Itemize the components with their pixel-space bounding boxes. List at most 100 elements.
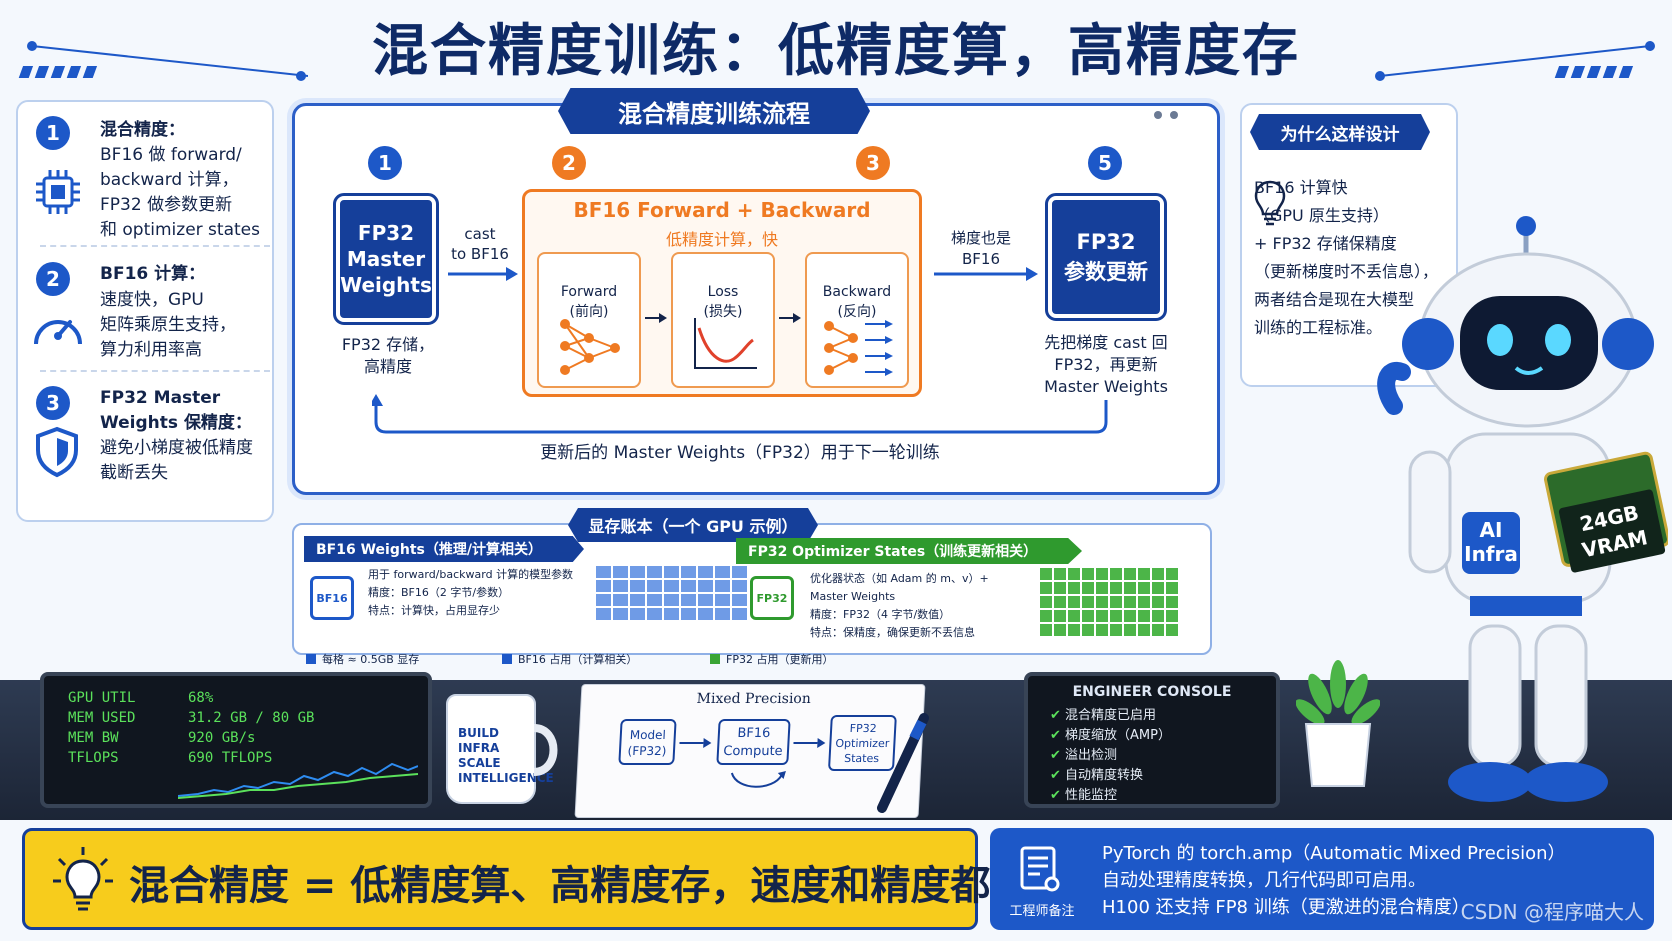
engineer-console: ENGINEER CONSOLE ✔ 混合精度已启用 ✔ 梯度缩放（AMP） ✔… <box>1024 672 1280 808</box>
memory-cell <box>1124 596 1136 608</box>
grad-label: 梯度也是 BF16 <box>950 229 1011 268</box>
note-line: H100 还支持 FP8 训练（更激进的混合精度） <box>1102 897 1470 918</box>
memory-cell <box>1082 582 1094 594</box>
memory-cell <box>647 580 662 592</box>
note-document-icon <box>1020 846 1060 892</box>
notebook-bf16-box: BF16 Compute <box>716 719 791 765</box>
memory-cell <box>664 580 679 592</box>
engineer-note-bar: 工程师备注 PyTorch 的 torch.amp（Automatic Mixe… <box>990 828 1654 930</box>
memory-cell <box>1040 568 1052 580</box>
forward-label: Forward (前向) <box>560 284 618 320</box>
bf16-description: 用于 forward/backward 计算的模型参数 精度：BF16（2 字节… <box>368 568 574 617</box>
mem-used-value: 31.2 GB / 80 GB <box>188 710 315 726</box>
step-number-2: 2 <box>552 146 586 180</box>
mug-handle <box>533 724 558 776</box>
gpu-monitor-labels: GPU UTIL MEM USED MEM BW TFLOPS <box>68 688 135 768</box>
console-item: ✔ 溢出检测 <box>1050 746 1171 766</box>
mem-used-label: MEM USED <box>68 710 136 726</box>
chip-icon <box>36 170 80 214</box>
notebook-model-box: Model (FP32) <box>618 719 677 765</box>
watermark: CSDN @程序喵大人 <box>1460 900 1644 924</box>
bf16-subtitle: 低精度计算，快 <box>665 230 778 249</box>
memory-cell <box>715 594 730 606</box>
arrow-cast <box>448 267 518 281</box>
legend-per-cell: 每格 ≈ 0.5GB 显存 <box>306 651 419 667</box>
memory-cell <box>1054 568 1066 580</box>
loss-label: Loss (损失) <box>703 284 743 320</box>
gpu-activity-graph <box>178 762 418 799</box>
memory-cell <box>630 608 645 620</box>
header-decoration-right <box>1375 41 1655 81</box>
lightbulb-icon <box>1254 180 1286 226</box>
bf16-title: BF16 Forward + Backward <box>573 198 871 222</box>
memory-cell <box>1138 624 1150 636</box>
console-item-label: 溢出检测 <box>1065 748 1118 763</box>
update-caption: 先把梯度 cast 回 FP32，再更新 Master Weights <box>1044 333 1168 396</box>
summary-text: BF16 做 forward/ backward 计算， FP32 做参数更新 … <box>100 145 260 240</box>
bf16-chip-label: BF16 <box>316 591 348 605</box>
memory-cell <box>1110 610 1122 622</box>
console-title: ENGINEER CONSOLE <box>1072 684 1232 700</box>
backward-label: Backward (反向) <box>822 284 892 320</box>
check-icon: ✔ <box>1050 708 1066 723</box>
memory-cell <box>698 608 713 620</box>
legend-label: BF16 占用（计算相关） <box>518 653 638 666</box>
legend-swatch <box>502 654 512 664</box>
memory-cell <box>1152 596 1164 608</box>
memory-cell <box>1124 568 1136 580</box>
console-list: ✔ 混合精度已启用 ✔ 梯度缩放（AMP） ✔ 溢出检测 ✔ 自动精度转换 ✔ … <box>1050 706 1171 806</box>
memory-cell <box>596 566 611 578</box>
memory-cell <box>664 566 679 578</box>
check-icon: ✔ <box>1050 728 1066 743</box>
why-text-content: BF16 计算快 （GPU 原生支持） + FP32 存储保精度 （更新梯度时不… <box>1254 178 1439 337</box>
check-icon: ✔ <box>1050 768 1066 783</box>
bf16-memory-grid <box>596 566 747 620</box>
fp32-description: 优化器状态（如 Adam 的 m、v）+ Master Weights 精度：F… <box>810 572 989 639</box>
memory-cell <box>1054 610 1066 622</box>
summary-heading: FP32 Master Weights 保精度： <box>100 388 252 433</box>
memory-cell <box>1152 568 1164 580</box>
memory-cell <box>1082 596 1094 608</box>
notebook: Mixed Precision Model (FP32) BF16 Comput… <box>574 684 926 818</box>
memory-cell <box>715 608 730 620</box>
summary-divider <box>40 370 270 372</box>
mug-text: BUILD INFRA SCALE INTELLIGENCE <box>458 726 554 785</box>
memory-cell <box>681 608 696 620</box>
memory-cell <box>1040 596 1052 608</box>
bf16-chip-icon: BF16 <box>310 576 354 620</box>
memory-cell <box>1068 624 1080 636</box>
legend-fp32: FP32 占用（更新用） <box>710 651 833 667</box>
memory-cell <box>1068 596 1080 608</box>
memory-cell <box>1110 596 1122 608</box>
notebook-title: Mixed Precision <box>696 691 812 707</box>
mem-bw-value: 920 GB/s <box>188 730 256 746</box>
arrow-forward-loss <box>645 313 667 323</box>
memory-cell <box>1096 610 1108 622</box>
legend-swatch <box>306 654 316 664</box>
gpu-util-value: 68% <box>188 690 214 706</box>
console-item: ✔ 自动精度转换 <box>1050 766 1171 786</box>
memory-cell <box>1138 596 1150 608</box>
coffee-mug: BUILD INFRA SCALE INTELLIGENCE <box>446 694 554 804</box>
summary-number: 3 <box>36 386 70 420</box>
loss-curve-icon <box>694 318 757 369</box>
ai-infra-badge: AI Infra <box>1462 512 1520 574</box>
console-item: ✔ 梯度缩放（AMP） <box>1050 726 1171 746</box>
legend-label: FP32 占用（更新用） <box>726 653 834 666</box>
fp32-update-box: FP32 参数更新 <box>1045 193 1167 321</box>
memory-cell <box>664 608 679 620</box>
plant-icon <box>1296 660 1380 787</box>
header-decoration-left <box>18 41 308 81</box>
why-text: BF16 计算快 （GPU 原生支持） + FP32 存储保精度 （更新梯度时不… <box>1254 174 1454 342</box>
memory-cell <box>698 580 713 592</box>
master-caption: FP32 存储， 高精度 <box>341 335 435 376</box>
memory-cell <box>613 594 628 606</box>
memory-cell <box>732 608 747 620</box>
memory-cell <box>1040 610 1052 622</box>
memory-cell <box>1068 568 1080 580</box>
memory-cell <box>1166 610 1178 622</box>
network-icon <box>560 319 620 375</box>
lightbulb-icon <box>53 847 113 911</box>
console-item-label: 自动精度转换 <box>1065 768 1144 783</box>
memory-cell <box>715 566 730 578</box>
